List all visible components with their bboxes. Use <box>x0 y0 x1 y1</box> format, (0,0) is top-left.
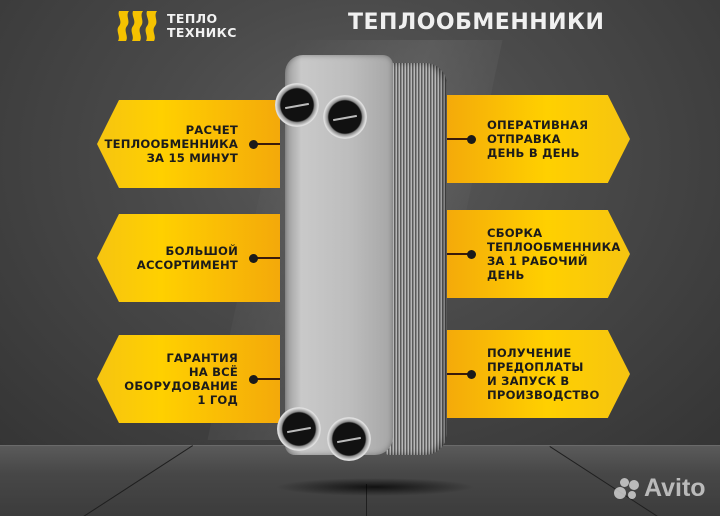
avito-dots-icon <box>614 477 640 500</box>
feature-text: ГАРАНТИЯ НА ВСЁ ОБОРУДОВАНИЕ 1 ГОД <box>124 350 238 408</box>
connector-dot <box>249 139 258 149</box>
brand-logo: ТЕПЛО ТЕХНИКС <box>117 9 237 43</box>
connector-dot <box>249 374 258 384</box>
connector-line <box>254 378 280 380</box>
connector-line <box>254 257 280 259</box>
feature-text: ОПЕРАТИВНАЯ ОТПРАВКА ДЕНЬ В ДЕНЬ <box>487 117 589 161</box>
connector-line <box>445 253 471 255</box>
feature-banner-warranty: ГАРАНТИЯ НА ВСЁ ОБОРУДОВАНИЕ 1 ГОД <box>97 335 280 423</box>
heat-exchanger-image <box>275 55 450 461</box>
connector-dot <box>467 249 476 259</box>
connector-dot <box>467 134 476 144</box>
feature-banner-assortment: БОЛЬШОЙ АССОРТИМЕНТ <box>97 214 280 302</box>
page-title: ТЕПЛООБМЕННИКИ <box>348 10 605 35</box>
floor-seam <box>366 484 367 516</box>
heat-exchanger-plates <box>385 63 447 455</box>
outlet-port-icon <box>327 417 371 461</box>
feature-banner-shipping: ОПЕРАТИВНАЯ ОТПРАВКА ДЕНЬ В ДЕНЬ <box>445 95 630 183</box>
feature-text: РАСЧЕТ ТЕПЛООБМЕННИКА ЗА 15 МИНУТ <box>104 122 238 166</box>
brand-name-line1: ТЕПЛО <box>167 11 218 26</box>
feature-banner-calculation: РАСЧЕТ ТЕПЛООБМЕННИКА ЗА 15 МИНУТ <box>97 100 280 188</box>
connector-dot <box>467 369 476 379</box>
connector-line <box>254 143 280 145</box>
feature-banner-assembly: СБОРКА ТЕПЛООБМЕННИКА ЗА 1 РАБОЧИЙ ДЕНЬ <box>445 210 630 298</box>
avito-text: Avito <box>644 474 706 502</box>
brand-name: ТЕПЛО ТЕХНИКС <box>167 12 237 40</box>
inlet-port-icon <box>323 95 367 139</box>
floor-seam <box>33 445 193 516</box>
avito-watermark: Avito <box>614 474 706 503</box>
feature-banner-production: ПОЛУЧЕНИЕ ПРЕДОПЛАТЫ И ЗАПУСК В ПРОИЗВОД… <box>445 330 630 418</box>
feature-text: СБОРКА ТЕПЛООБМЕННИКА ЗА 1 РАБОЧИЙ ДЕНЬ <box>487 225 621 283</box>
connector-dot <box>249 253 258 263</box>
three-wave-bars-icon <box>117 11 157 41</box>
brand-name-line2: ТЕХНИКС <box>167 25 237 40</box>
product-shadow <box>275 478 475 496</box>
connector-line <box>445 373 471 375</box>
outlet-port-icon <box>277 407 321 451</box>
inlet-port-icon <box>275 83 319 127</box>
feature-text: ПОЛУЧЕНИЕ ПРЕДОПЛАТЫ И ЗАПУСК В ПРОИЗВОД… <box>487 345 600 403</box>
feature-text: БОЛЬШОЙ АССОРТИМЕНТ <box>136 243 238 272</box>
connector-line <box>445 138 471 140</box>
